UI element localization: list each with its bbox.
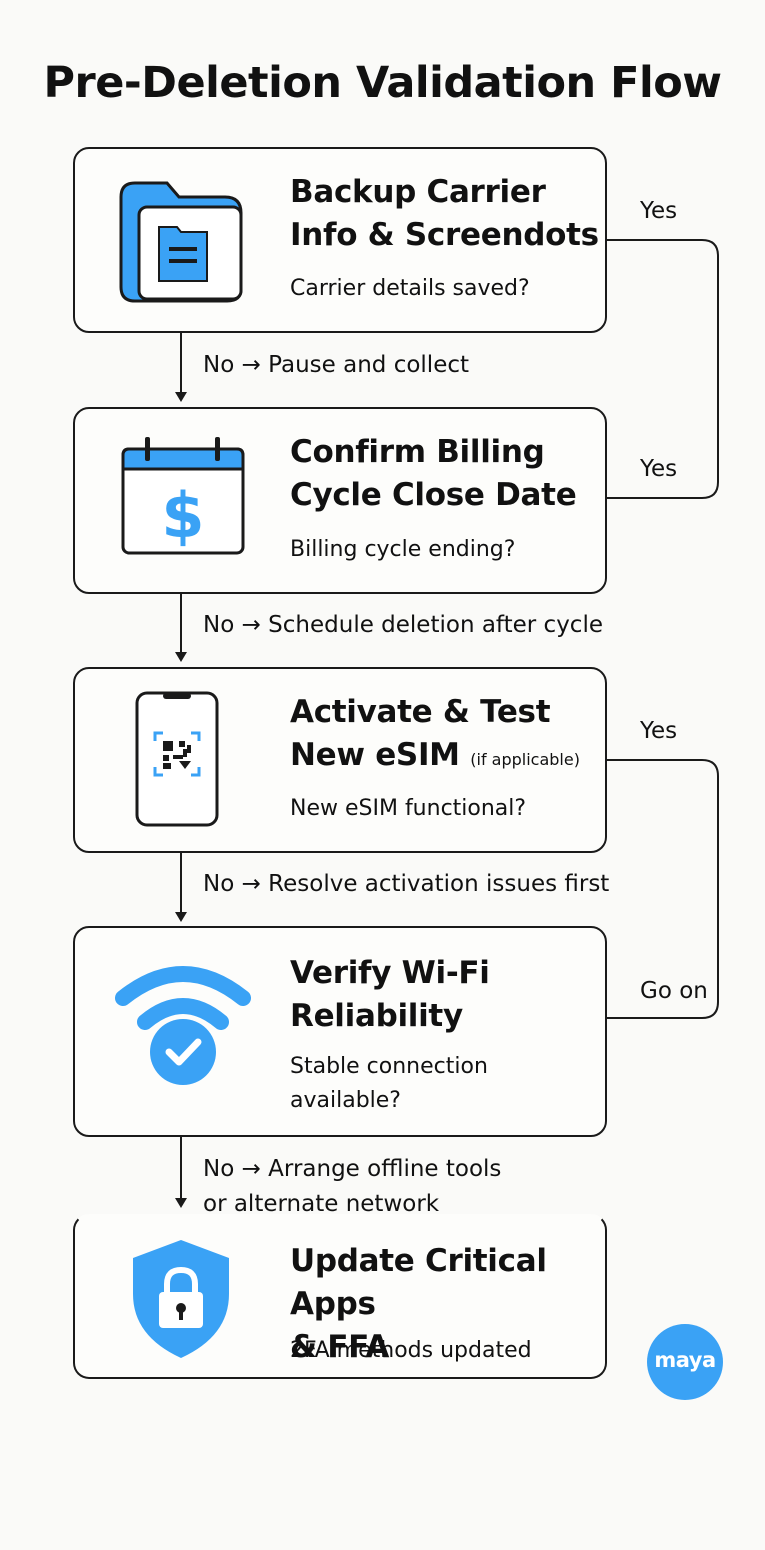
yes-label: Yes bbox=[640, 718, 678, 744]
arrowhead bbox=[175, 912, 187, 922]
no-branch-label: No → Schedule deletion after cycle bbox=[203, 612, 603, 638]
step-title-note: (if applicable) bbox=[470, 750, 580, 769]
go-on-label: Go on bbox=[640, 978, 708, 1004]
wifi-check-icon bbox=[113, 958, 253, 1092]
calendar-dollar-icon: $ bbox=[119, 433, 247, 561]
yes-label: Yes bbox=[640, 198, 678, 224]
step-card-billing: $ Confirm Billing Cycle Close Date Billi… bbox=[73, 407, 607, 594]
step-title: Backup Carrier Info & Screendots bbox=[290, 174, 599, 253]
step-title: Update Critical Apps & FFA bbox=[290, 1243, 547, 1365]
folder-icon bbox=[117, 177, 247, 311]
phone-qr-icon bbox=[133, 689, 223, 833]
step-question: Stable connection available? bbox=[290, 1054, 488, 1113]
page-title: Pre-Deletion Validation Flow bbox=[43, 58, 722, 108]
step-card-update-apps: Update Critical Apps & FFA 2FA methods u… bbox=[73, 1214, 607, 1379]
step-card-esim: Activate & Test New eSIM (if applicable)… bbox=[73, 667, 607, 853]
step-title: Verify Wi-Fi Reliability bbox=[290, 955, 490, 1034]
svg-text:$: $ bbox=[161, 479, 204, 552]
step-title-text: Activate & Test New eSIM bbox=[290, 694, 551, 773]
step-question: New eSIM functional? bbox=[290, 796, 527, 821]
brand-logo: maya bbox=[647, 1324, 723, 1400]
step-question: Billing cycle ending? bbox=[290, 537, 516, 562]
step-title: Activate & Test New eSIM (if applicable) bbox=[290, 691, 580, 781]
yes-connector-2 bbox=[607, 759, 719, 1019]
step-title: Confirm Billing Cycle Close Date bbox=[290, 434, 577, 513]
arrowhead bbox=[175, 1198, 187, 1208]
no-branch-label: No → Arrange offline tools or alternate … bbox=[203, 1156, 502, 1217]
step-card-backup: Backup Carrier Info & Screendots Carrier… bbox=[73, 147, 607, 333]
yes-label: Yes bbox=[640, 456, 678, 482]
no-branch-label: No → Resolve activation issues first bbox=[203, 871, 610, 897]
step-question: Carrier details saved? bbox=[290, 276, 530, 301]
step-card-wifi: Verify Wi-Fi Reliability Stable connecti… bbox=[73, 926, 607, 1137]
arrowhead bbox=[175, 392, 187, 402]
no-branch-label: No → Pause and collect bbox=[203, 352, 470, 378]
arrowhead bbox=[175, 652, 187, 662]
shield-lock-icon bbox=[129, 1238, 233, 1364]
yes-connector-1 bbox=[607, 239, 719, 499]
step-question: 2FA methods updated bbox=[290, 1338, 532, 1363]
